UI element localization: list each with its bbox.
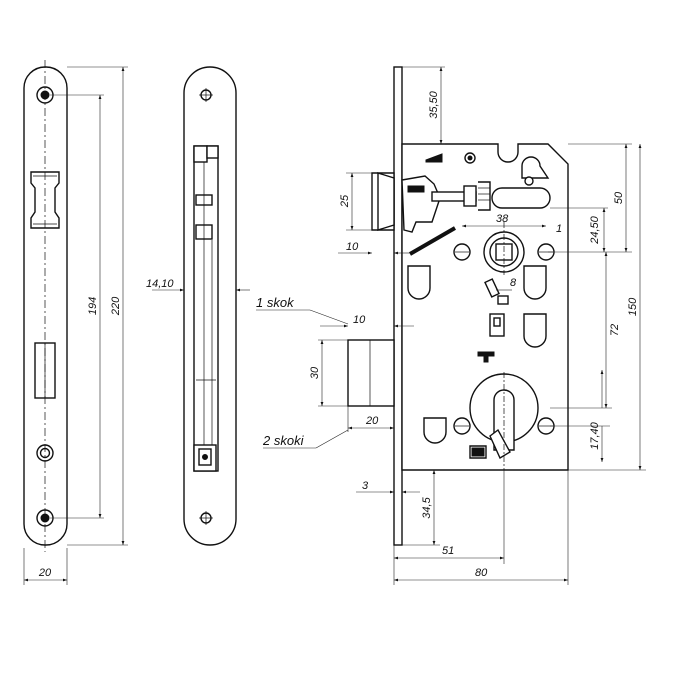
faceplate-outline [23,66,68,546]
lock-faceplate-edge [393,66,403,546]
d-lug-lower [523,313,547,348]
front-faceplate-dimensions: 194 220 20 [23,66,128,585]
dead-bolt [347,339,395,407]
dim-51: 51 [442,545,454,557]
dim-80: 80 [475,567,488,579]
label-2-skoki: 2 skoki [262,433,305,448]
dim-3: 3 [362,480,369,492]
dim-20-bolt: 20 [365,415,379,427]
dim-194: 194 [87,297,99,315]
dim-30: 30 [309,366,321,379]
screw-tab-top [521,156,550,179]
dim-10-latch: 10 [346,241,359,253]
side-view [183,66,237,546]
front-faceplate-view [23,60,68,552]
d-lug-right [523,265,547,300]
latch-slot [491,187,551,209]
d-lug-bottom [423,417,447,444]
lock-body-view [347,66,569,546]
dim-10-bolt: 10 [353,314,366,326]
dim-8: 8 [510,277,517,289]
dim-1: 1 [556,223,562,235]
side-thickness-dimension: 14,10 [146,278,250,292]
dim-72: 72 [609,324,621,336]
dim-34-5: 34,5 [421,496,433,518]
dim-17-40: 17,40 [589,421,601,449]
dim-14-10: 14,10 [146,278,174,290]
dim-150: 150 [627,297,639,316]
dim-38: 38 [496,213,509,225]
dim-24-50: 24,50 [589,215,601,244]
dim-220: 220 [110,296,122,316]
dim-faceplate-width: 20 [38,567,52,579]
lock-body-dimensions: 35,50 25 10 38 1 8 24,50 50 72 [256,66,646,585]
t-mark [477,351,495,363]
dim-50: 50 [613,191,625,204]
d-lug-left [407,265,431,300]
label-1-skok: 1 skok [256,295,295,310]
dim-35-50: 35,50 [428,90,440,118]
dim-25: 25 [339,194,351,208]
